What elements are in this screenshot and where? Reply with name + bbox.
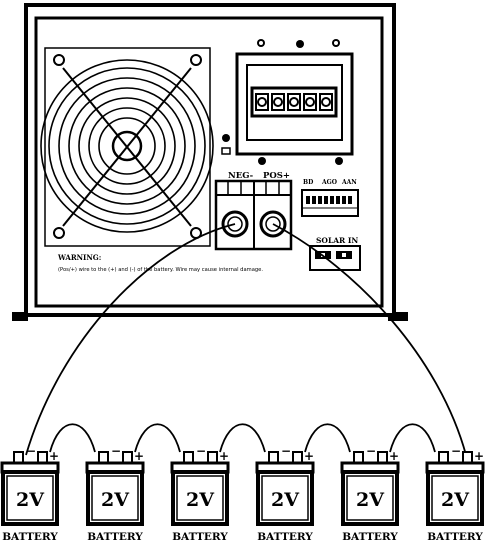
battery: −+2V BATTERY: [170, 444, 230, 543]
battery-voltage: 2V: [271, 489, 300, 511]
series-jumpers: [49, 423, 436, 453]
indicator-led-icon: [296, 40, 304, 48]
dip-label: AGO: [321, 179, 337, 186]
battery-body: [426, 470, 484, 526]
dip-switch-block: BD AGO AAN: [301, 179, 359, 217]
jumper-cable: [134, 423, 181, 453]
negative-cable: [25, 223, 236, 456]
battery-voltage: 2V: [101, 489, 130, 511]
fan-grille: [40, 59, 214, 233]
fan-screw-icon: [53, 54, 65, 66]
fan-screw-icon: [53, 227, 65, 239]
status-led-icon: [222, 134, 230, 142]
battery-body: [341, 470, 399, 526]
battery-label: BATTERY: [427, 531, 483, 543]
ac-terminal-block: EXT.AC IN AC OUT: [235, 39, 354, 165]
battery-voltage: 2V: [356, 489, 385, 511]
battery: −+2V BATTERY: [340, 444, 400, 543]
battery-label: BATTERY: [172, 531, 228, 543]
dip-label: BD: [303, 179, 313, 186]
minus-sign: −: [281, 444, 291, 458]
minus-sign: −: [451, 444, 461, 458]
battery-voltage: 2V: [441, 489, 470, 511]
left-foot: [12, 312, 28, 321]
battery-bank: −+2VBATTERY−+2VBATTERY−+2VBATTERY−+2VBAT…: [0, 444, 485, 543]
battery-label: BATTERY: [87, 531, 143, 543]
jumper-cable: [219, 423, 266, 453]
jumper-cable: [389, 423, 436, 453]
plus-sign: +: [389, 449, 399, 463]
battery: −+2V BATTERY: [0, 444, 60, 543]
battery-voltage: 2V: [16, 489, 45, 511]
battery-body: [171, 470, 229, 526]
warning-text: (Pos/+) wire to the (+) and (-) of the b…: [58, 267, 263, 273]
battery: −+2V BATTERY: [255, 444, 315, 543]
battery-body: [256, 470, 314, 526]
plus-sign: +: [49, 449, 59, 463]
jumper-cable: [304, 423, 351, 453]
plus-sign: +: [219, 449, 229, 463]
battery: −+2V BATTERY: [425, 444, 485, 543]
fan-frame: [44, 47, 211, 247]
plus-sign: +: [474, 449, 484, 463]
battery-label: BATTERY: [342, 531, 398, 543]
minus-sign: −: [26, 444, 36, 458]
jumper-cable: [49, 423, 96, 453]
plus-sign: +: [304, 449, 314, 463]
battery-body: [1, 470, 59, 526]
warning-title: WARNING:: [57, 253, 101, 262]
battery-label: BATTERY: [2, 531, 58, 543]
minus-sign: −: [366, 444, 376, 458]
positive-cable: [272, 223, 467, 456]
battery-label: BATTERY: [257, 531, 313, 543]
battery-body: [86, 470, 144, 526]
dc-terminal-block: NEG- POS+: [214, 171, 293, 251]
cooling-fan: [40, 47, 214, 247]
plus-sign: +: [134, 449, 144, 463]
minus-sign: −: [111, 444, 121, 458]
battery-voltage: 2V: [186, 489, 215, 511]
neg-terminal-label: NEG-: [228, 171, 254, 181]
pos-terminal-label: POS+: [263, 171, 290, 181]
right-foot: [388, 312, 408, 321]
minus-sign: −: [196, 444, 206, 458]
fan-screw-icon: [190, 54, 202, 66]
dip-label: AAN: [341, 179, 357, 186]
solar-in-label: SOLAR IN: [316, 236, 358, 245]
battery: −+2V BATTERY: [85, 444, 145, 543]
